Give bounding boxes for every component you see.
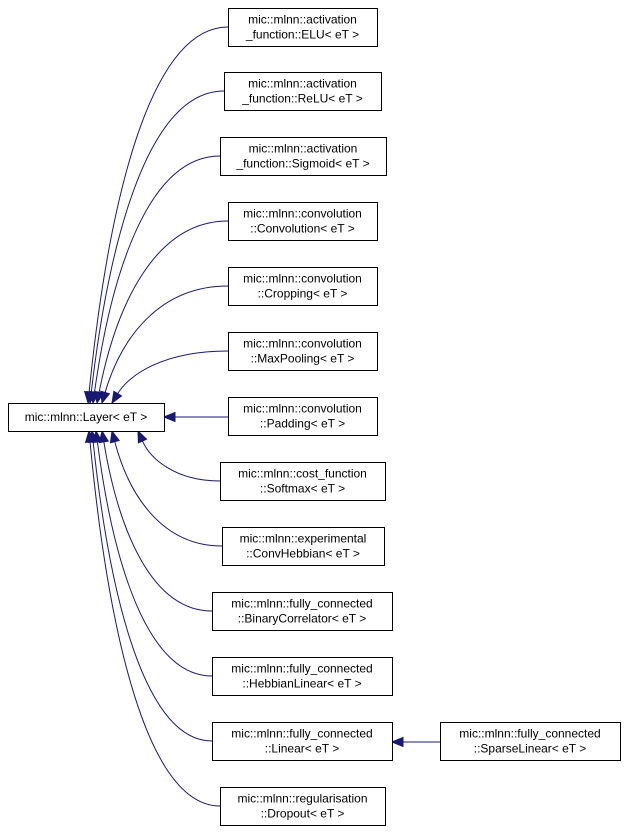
node-box <box>220 787 386 826</box>
edges-layer <box>83 26 440 807</box>
node-box <box>220 137 387 176</box>
edge-linear-to-layer <box>92 441 213 742</box>
edge-softmax-to-layer <box>142 440 221 482</box>
node-label-line: ::Dropout< eT > <box>261 807 345 821</box>
node-maxpooling[interactable]: mic::mlnn::convolution::MaxPooling< eT > <box>228 332 378 371</box>
node-label-line: ::Padding< eT > <box>260 417 345 431</box>
arrowhead-softmax <box>137 429 148 444</box>
node-box <box>212 722 393 761</box>
node-convhebbian[interactable]: mic::mlnn::experimental::ConvHebbian< eT… <box>222 527 385 566</box>
node-label-line: ::BinaryCorrelator< eT > <box>238 612 367 626</box>
node-linear[interactable]: mic::mlnn::fully_connected::Linear< eT > <box>212 722 393 761</box>
node-label-line: mic::mlnn::activation <box>248 77 357 91</box>
node-label-line: mic::mlnn::convolution <box>243 207 362 221</box>
node-hebbianlinear[interactable]: mic::mlnn::fully_connected::HebbianLinea… <box>212 657 393 696</box>
edge-sigmoid-to-layer <box>94 155 221 393</box>
node-label-line: _function::Sigmoid< eT > <box>235 157 369 171</box>
node-label-line: ::SparseLinear< eT > <box>474 742 587 756</box>
node-label-line: mic::mlnn::convolution <box>243 337 362 351</box>
node-label-line: mic::mlnn::activation <box>249 142 358 156</box>
node-label-line: ::Linear< eT > <box>265 742 340 756</box>
node-box <box>8 403 165 432</box>
node-box <box>228 332 378 371</box>
edge-hebbianlinear-to-layer <box>96 441 213 677</box>
node-box <box>228 202 378 241</box>
node-label-line: ::Cropping< eT > <box>258 287 348 301</box>
nodes-layer: mic::mlnn::Layer< eT > mic::mlnn::activat… <box>8 8 621 826</box>
edge-binarycorrelator-to-layer <box>103 441 213 612</box>
node-label-line: mic::mlnn::experimental <box>240 532 367 546</box>
node-sigmoid[interactable]: mic::mlnn::activation_function::Sigmoid<… <box>220 137 387 176</box>
node-label-line: mic::mlnn::fully_connected <box>231 727 372 741</box>
node-label-line: ::ConvHebbian< eT > <box>246 547 360 561</box>
node-cropping[interactable]: mic::mlnn::convolution::Cropping< eT > <box>228 267 378 306</box>
node-box <box>212 592 393 631</box>
node-box <box>212 657 393 696</box>
edge-elu-to-layer <box>88 26 229 393</box>
node-box <box>222 527 385 566</box>
arrowhead-dropout <box>84 429 96 443</box>
node-label-line: _function::ELU< eT > <box>245 28 359 42</box>
node-label-line: mic::mlnn::convolution <box>243 402 362 416</box>
edge-dropout-to-layer <box>89 441 221 807</box>
edge-cropping-to-layer <box>104 285 229 393</box>
node-binarycorrelator[interactable]: mic::mlnn::fully_connected::BinaryCorrel… <box>212 592 393 631</box>
node-label-line: mic::mlnn::activation <box>248 13 357 27</box>
edge-maxpooling-to-layer <box>117 350 229 394</box>
node-padding[interactable]: mic::mlnn::convolution::Padding< eT > <box>228 397 378 436</box>
node-box <box>228 267 378 306</box>
node-label-line: ::Softmax< eT > <box>260 482 345 496</box>
edge-relu-to-layer <box>90 90 225 393</box>
arrowhead-convhebbian <box>109 429 120 444</box>
node-elu[interactable]: mic::mlnn::activation_function::ELU< eT … <box>228 8 378 47</box>
arrowhead-maxpooling <box>111 390 123 405</box>
node-label-line: ::MaxPooling< eT > <box>251 352 355 366</box>
node-label-line: mic::mlnn::fully_connected <box>459 727 600 741</box>
node-label-line: mic::mlnn::fully_connected <box>231 662 372 676</box>
node-label-line: mic::mlnn::convolution <box>243 272 362 286</box>
edge-convhebbian-to-layer <box>114 441 223 547</box>
edge-convolution-to-layer <box>98 220 229 393</box>
node-box <box>224 72 382 111</box>
node-box <box>220 462 386 501</box>
arrowhead-sparselinear <box>390 736 404 748</box>
node-convolution[interactable]: mic::mlnn::convolution::Convolution< eT … <box>228 202 378 241</box>
node-label-line: mic::mlnn::Layer< eT > <box>25 410 148 424</box>
node-box <box>228 397 378 436</box>
node-box <box>228 8 378 47</box>
node-label-line: _function::ReLU< eT > <box>241 92 363 106</box>
node-label-line: ::Convolution< eT > <box>250 222 355 236</box>
arrowhead-padding <box>162 411 176 423</box>
node-layer[interactable]: mic::mlnn::Layer< eT > <box>8 403 165 432</box>
node-label-line: ::HebbianLinear< eT > <box>242 677 361 691</box>
node-box <box>440 722 621 761</box>
node-relu[interactable]: mic::mlnn::activation_function::ReLU< eT… <box>224 72 382 111</box>
node-label-line: mic::mlnn::regularisation <box>237 792 367 806</box>
node-dropout[interactable]: mic::mlnn::regularisation::Dropout< eT > <box>220 787 386 826</box>
node-label-line: mic::mlnn::cost_function <box>238 467 367 481</box>
arrowhead-cropping <box>100 390 111 405</box>
node-label-line: mic::mlnn::fully_connected <box>231 597 372 611</box>
node-sparselinear[interactable]: mic::mlnn::fully_connected::SparseLinear… <box>440 722 621 761</box>
node-softmax[interactable]: mic::mlnn::cost_function::Softmax< eT > <box>220 462 386 501</box>
